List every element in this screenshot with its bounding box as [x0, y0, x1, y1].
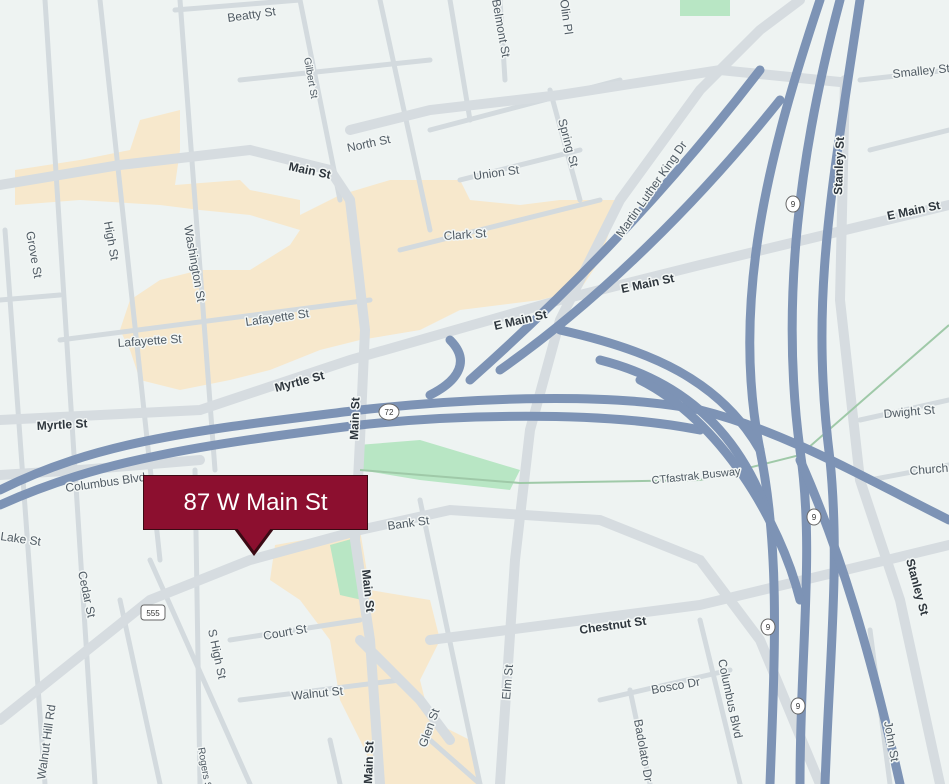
label-ctfastrak-busway: CTfastrak Busway [651, 466, 742, 487]
label-stanley-st-2: Stanley St [903, 557, 932, 617]
label-spring-st: Spring St [555, 117, 581, 169]
label-main-st-4: Main St [361, 741, 376, 784]
label-cedar-st: Cedar St [75, 570, 99, 620]
route-shield-555: 555 [140, 604, 166, 621]
label-main-st-3: Main St [359, 569, 377, 613]
label-badolato-dr: Badolato Dr [631, 718, 656, 783]
label-lafayette-st-1: Lafayette St [117, 332, 183, 350]
route-shield-9d: 9 [790, 697, 806, 715]
label-high-st: High St [101, 220, 122, 262]
label-smalley-st: Smalley St [892, 61, 949, 81]
label-e-main-st-1: E Main St [886, 198, 942, 223]
label-olin-pl: Olin Pl [557, 0, 576, 35]
label-walnut-st: Walnut St [291, 684, 344, 703]
label-main-st-2: Main St [347, 397, 362, 440]
label-main-st-1: Main St [287, 159, 332, 182]
callout-pointer-fill [237, 528, 271, 551]
svg-text:555: 555 [146, 609, 160, 618]
label-grove-st: Grove St [23, 230, 45, 280]
route-shield-9b: 9 [806, 508, 822, 526]
label-elm-st: Elm St [499, 663, 516, 700]
svg-text:9: 9 [791, 200, 796, 209]
route-shield-9: 9 [785, 195, 801, 213]
label-belmont-st: Belmont St [489, 0, 513, 59]
label-gilbert-st: Gilbert St [301, 57, 319, 100]
label-s-high-st: S High St [205, 628, 229, 681]
route-shield-72: 72 [378, 403, 400, 421]
callout-label: 87 W Main St [183, 488, 328, 516]
svg-text:9: 9 [766, 623, 771, 632]
label-church-st: Church St [909, 459, 949, 478]
label-union-st: Union St [472, 163, 520, 183]
location-callout[interactable]: 87 W Main St [143, 475, 368, 530]
route-shield-9c: 9 [760, 618, 776, 636]
svg-text:9: 9 [796, 702, 801, 711]
label-stanley-st-1: Stanley St [831, 137, 847, 195]
label-court-st: Court St [262, 621, 308, 643]
label-bosco-dr: Bosco Dr [650, 675, 701, 697]
label-myrtle-st-2: Myrtle St [36, 416, 87, 433]
svg-text:72: 72 [385, 408, 394, 417]
label-lake-st: Lake St [0, 529, 42, 549]
busway [359, 324, 949, 485]
svg-text:9: 9 [812, 513, 817, 522]
label-clark-st: Clark St [443, 226, 487, 243]
label-north-st: North St [346, 132, 393, 155]
label-dwight-st: Dwight St [883, 403, 936, 421]
